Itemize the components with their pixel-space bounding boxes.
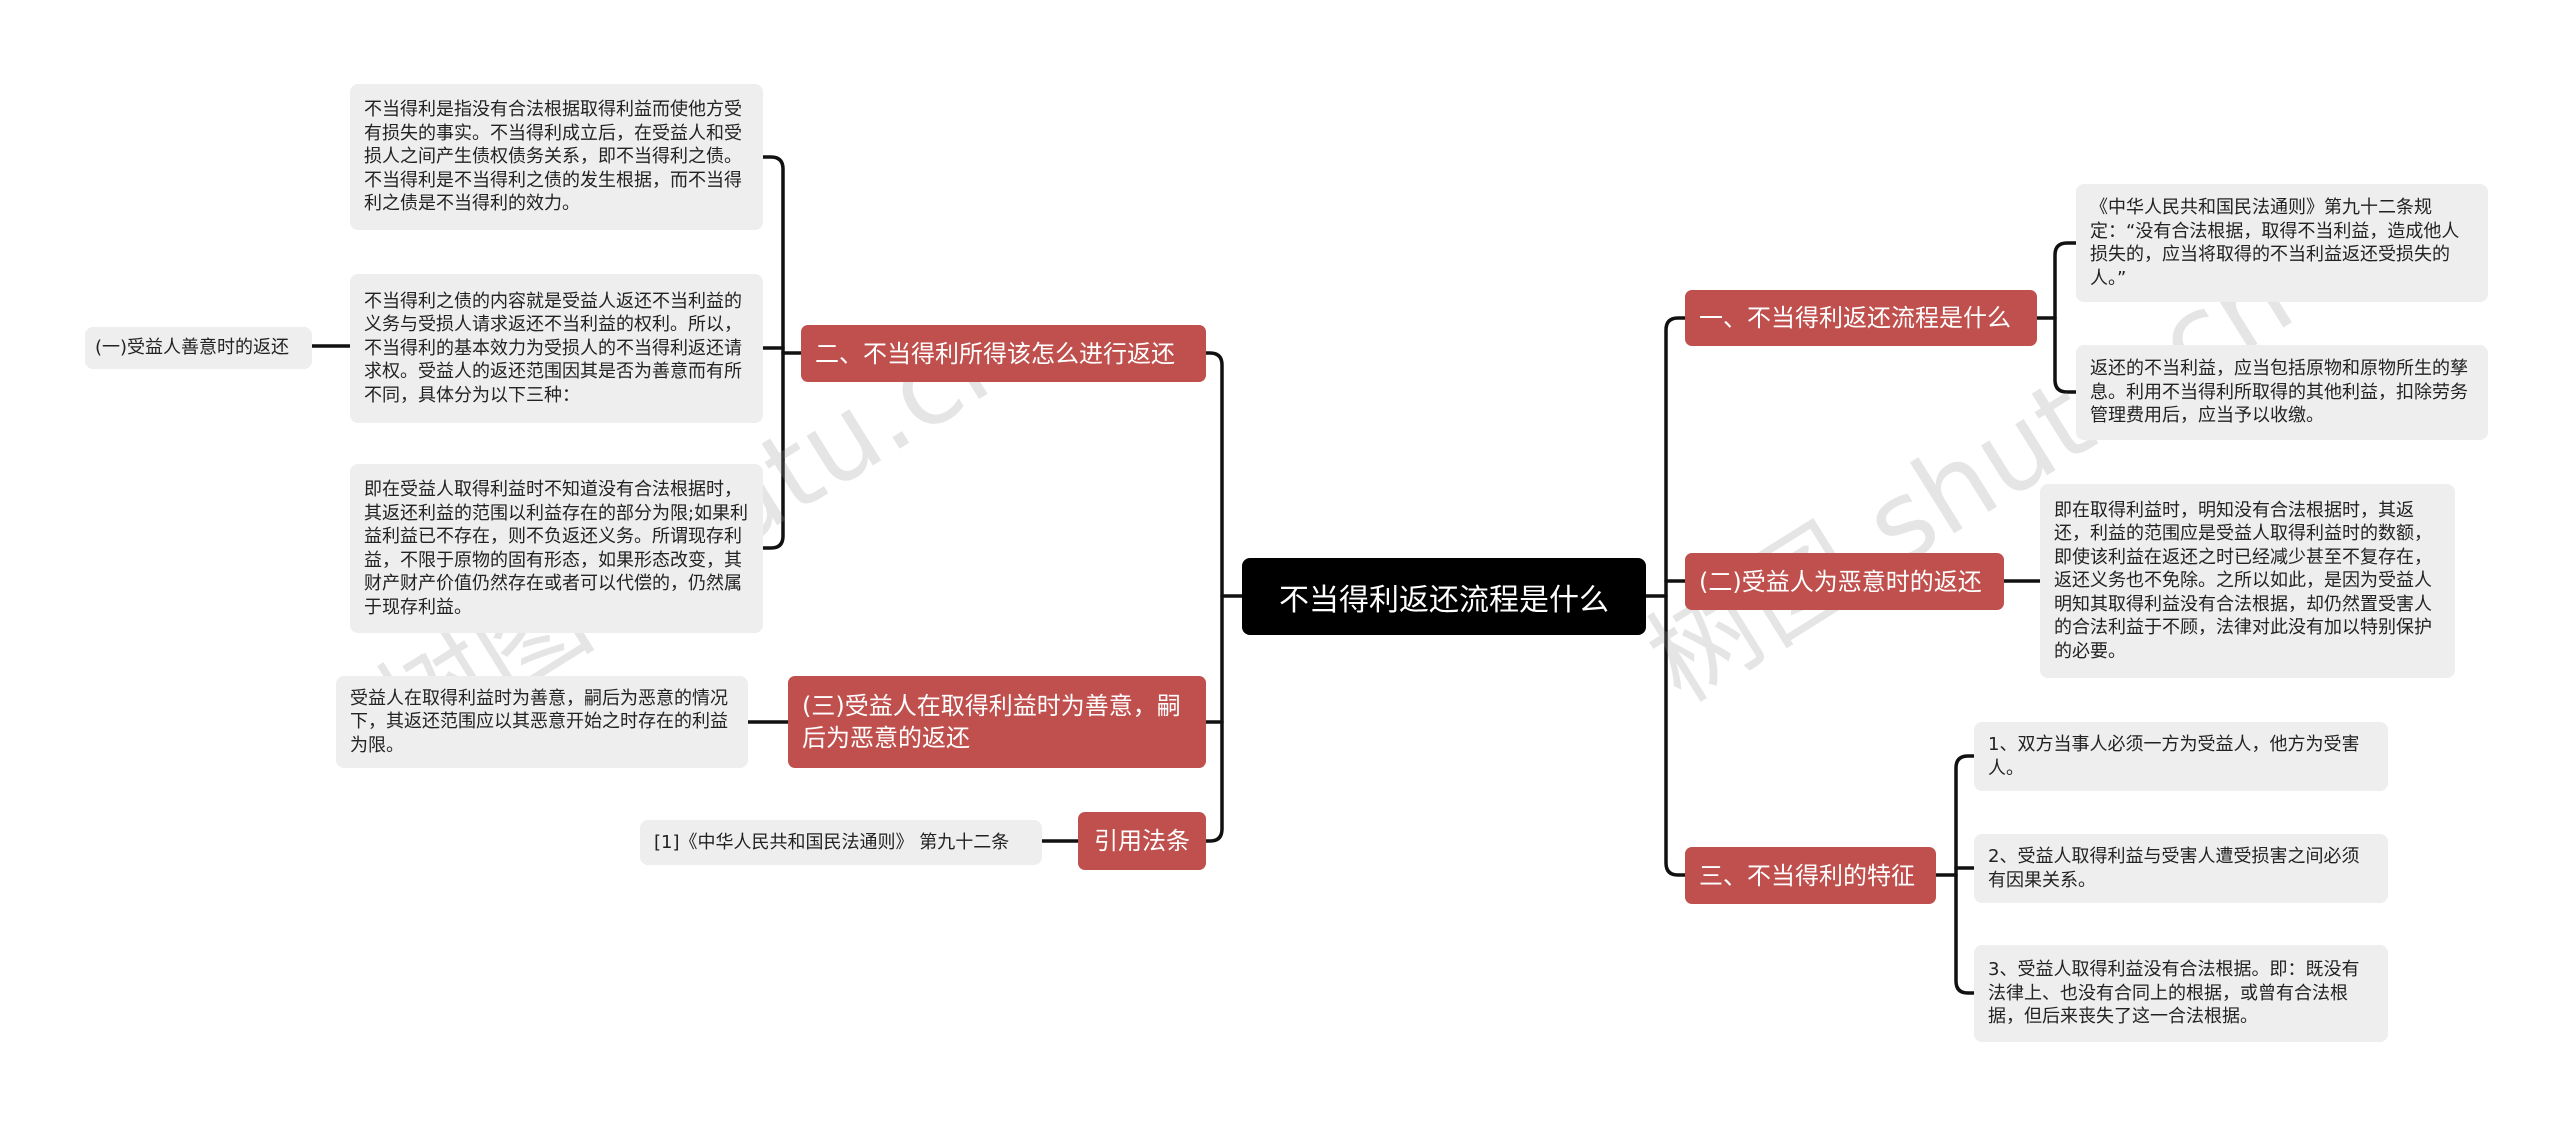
branch-return-method[interactable]: 二、不当得利所得该怎么进行返还 [801, 325, 1206, 382]
leaf-text: (一)受益人善意时的返还 [95, 337, 290, 359]
branch-label: 二、不当得利所得该怎么进行返还 [815, 339, 1175, 368]
branch-label: 一、不当得利返还流程是什么 [1699, 304, 2011, 332]
leaf-law-article[interactable]: 《中华人民共和国民法通则》第九十二条规定：“没有合法根据，取得不当利益，造成他人… [2076, 184, 2488, 302]
leaf-text: 即在取得利益时，明知没有合法根据时，其返还，利益的范围应是受益人取得利益时的数额… [2054, 499, 2432, 662]
leaf-text: [1]《中华人民共和国民法通则》 第九十二条 [654, 831, 1010, 853]
leaf-text: 受益人在取得利益时为善意，嗣后为恶意的情况下，其返还范围应以其恶意开始之时存在的… [350, 687, 728, 756]
leaf-return-scope[interactable]: 返还的不当利益，应当包括原物和原物所生的孳息。利用不当得利所取得的其他利益，扣除… [2076, 345, 2488, 440]
central-topic-label: 不当得利返还流程是什么 [1279, 582, 1609, 618]
leaf-text: 1、双方当事人必须一方为受益人，他方为受害人。 [1988, 734, 2360, 779]
connector [2053, 241, 2078, 394]
leaf-text: 《中华人民共和国民法通则》第九十二条规定：“没有合法根据，取得不当利益，造成他人… [2090, 197, 2460, 289]
leaf-text: 即在受益人取得利益时不知道没有合法根据时，其返还利益的范围以利益存在的部分为限;… [364, 479, 749, 618]
branch-later-bad-faith[interactable]: (三)受益人在取得利益时为善意，嗣后为恶意的返还 [788, 676, 1206, 768]
branch-label: (二)受益人为恶意时的返还 [1699, 567, 1982, 596]
leaf-text: 不当得利是指没有合法根据取得利益而使他方受有损失的事实。不当得利成立后，在受益人… [364, 99, 742, 215]
leaf-bad-faith[interactable]: 即在取得利益时，明知没有合法根据时，其返还，利益的范围应是受益人取得利益时的数额… [2040, 484, 2455, 678]
leaf-existing-benefit[interactable]: 即在受益人取得利益时不知道没有合法根据时，其返还利益的范围以利益存在的部分为限;… [350, 464, 763, 633]
connector [761, 155, 785, 550]
leaf-definition[interactable]: 不当得利是指没有合法根据取得利益而使他方受有损失的事实。不当得利成立后，在受益人… [350, 84, 763, 230]
leaf-feature-1[interactable]: 1、双方当事人必须一方为受益人，他方为受害人。 [1974, 722, 2388, 791]
leaf-text: 返还的不当利益，应当包括原物和原物所生的孳息。利用不当得利所取得的其他利益，扣除… [2090, 358, 2468, 427]
branch-label: 三、不当得利的特征 [1699, 861, 1915, 890]
branch-cited-law[interactable]: 引用法条 [1078, 812, 1206, 870]
leaf-later-bad-faith[interactable]: 受益人在取得利益时为善意，嗣后为恶意的情况下，其返还范围应以其恶意开始之时存在的… [336, 676, 748, 768]
leaf-content[interactable]: 不当得利之债的内容就是受益人返还不当利益的义务与受损人请求返还不当利益的权利。所… [350, 274, 763, 423]
branch-label: (三)受益人在取得利益时为善意，嗣后为恶意的返还 [802, 692, 1181, 752]
branch-bad-faith[interactable]: (二)受益人为恶意时的返还 [1685, 553, 2004, 610]
connector [1204, 351, 1224, 843]
leaf-good-faith[interactable]: (一)受益人善意时的返还 [85, 327, 312, 369]
leaf-text: 不当得利之债的内容就是受益人返还不当利益的义务与受损人请求返还不当利益的权利。所… [364, 290, 742, 406]
branch-label: 引用法条 [1094, 827, 1190, 855]
connector [1664, 316, 1687, 877]
central-topic[interactable]: 不当得利返还流程是什么 [1242, 558, 1646, 635]
leaf-feature-2[interactable]: 2、受益人取得利益与受害人遭受损害之间必须有因果关系。 [1974, 834, 2388, 903]
branch-process[interactable]: 一、不当得利返还流程是什么 [1685, 290, 2037, 346]
leaf-text: 2、受益人取得利益与受害人遭受损害之间必须有因果关系。 [1988, 846, 2360, 891]
branch-features[interactable]: 三、不当得利的特征 [1685, 847, 1936, 904]
leaf-text: 3、受益人取得利益没有合法根据。即：既没有法律上、也没有合同上的根据，或曾有合法… [1988, 959, 2360, 1028]
leaf-citation[interactable]: [1]《中华人民共和国民法通则》 第九十二条 [640, 820, 1042, 865]
connector [1954, 754, 1976, 995]
leaf-feature-3[interactable]: 3、受益人取得利益没有合法根据。即：既没有法律上、也没有合同上的根据，或曾有合法… [1974, 945, 2388, 1042]
